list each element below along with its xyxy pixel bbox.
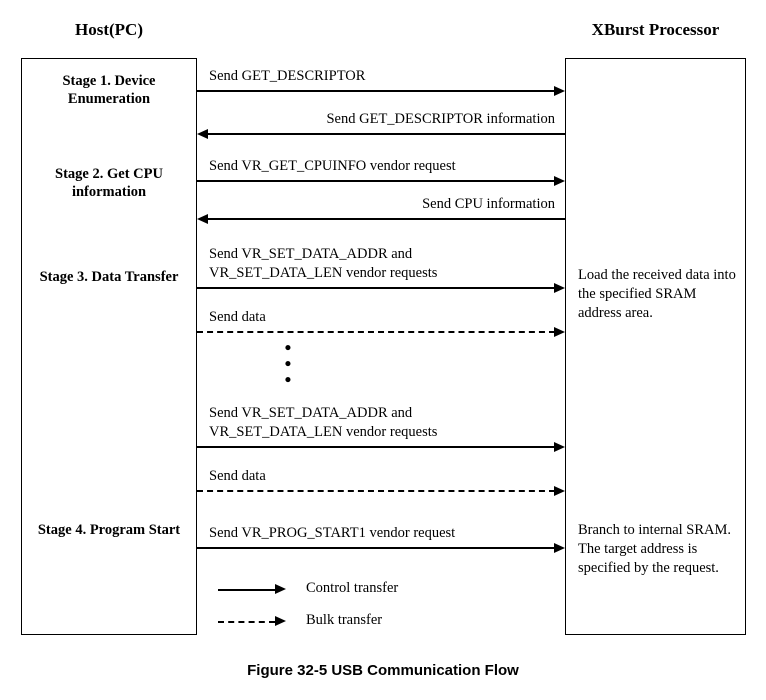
message-line-5 [197, 287, 555, 289]
message-line-9 [197, 547, 555, 549]
device-lifeline-box [565, 58, 746, 635]
message-label-1: Send GET_DESCRIPTOR [209, 68, 366, 84]
arrow-head-5 [554, 282, 565, 293]
legend-label-control-transfer: Control transfer [306, 580, 399, 596]
message-line-2 [208, 133, 565, 135]
device-note-load-data: Load the received data into the specifie… [578, 267, 736, 321]
message-label-8: Send data [209, 468, 266, 484]
message-line-1 [197, 90, 555, 92]
message-label-9: Send VR_PROG_START1 vendor request [209, 525, 456, 541]
solid-line-sample [218, 589, 275, 591]
repetition-ellipsis: • • • [276, 338, 300, 391]
message-line-3 [197, 180, 555, 182]
arrow-head-9 [554, 542, 565, 553]
message-label-6: Send data [209, 309, 266, 325]
ellipsis-dot: • [284, 338, 292, 359]
message-label-4: Send CPU information [422, 196, 555, 212]
stage-label-2: Stage 2. Get CPU information [55, 166, 163, 200]
message-line-8 [197, 490, 555, 492]
stage-label-3: Stage 3. Data Transfer [39, 269, 179, 285]
arrow-head-icon [275, 616, 286, 626]
arrow-head-8 [554, 485, 565, 496]
arrow-head-2 [197, 128, 208, 139]
message-line-7 [197, 446, 555, 448]
dashed-line-sample [218, 621, 275, 623]
message-line-6 [197, 331, 555, 333]
figure-caption: Figure 32-5 USB Communication Flow [247, 662, 519, 679]
host-column-header: Host(PC) [75, 20, 143, 39]
message-label-3: Send VR_GET_CPUINFO vendor request [209, 158, 456, 174]
device-note-branch-sram: Branch to internal SRAM. The target addr… [578, 522, 732, 576]
message-line-4 [208, 218, 565, 220]
arrow-head-4 [197, 213, 208, 224]
message-label-2: Send GET_DESCRIPTOR information [326, 111, 555, 127]
ellipsis-dot: • [284, 370, 292, 391]
arrow-head-icon [275, 584, 286, 594]
arrow-head-3 [554, 175, 565, 186]
stage-label-1: Stage 1. Device Enumeration [62, 73, 156, 107]
device-column-header: XBurst Processor [591, 20, 720, 39]
message-label-7: Send VR_SET_DATA_ADDR and VR_SET_DATA_LE… [209, 405, 438, 440]
stage-label-4: Stage 4. Program Start [37, 522, 181, 538]
arrow-head-6 [554, 326, 565, 337]
arrow-head-1 [554, 85, 565, 96]
host-lifeline-box [21, 58, 197, 635]
arrow-head-7 [554, 441, 565, 452]
message-label-5: Send VR_SET_DATA_ADDR and VR_SET_DATA_LE… [209, 246, 438, 281]
legend-label-bulk-transfer: Bulk transfer [306, 612, 383, 628]
ellipsis-dot: • [284, 354, 292, 375]
